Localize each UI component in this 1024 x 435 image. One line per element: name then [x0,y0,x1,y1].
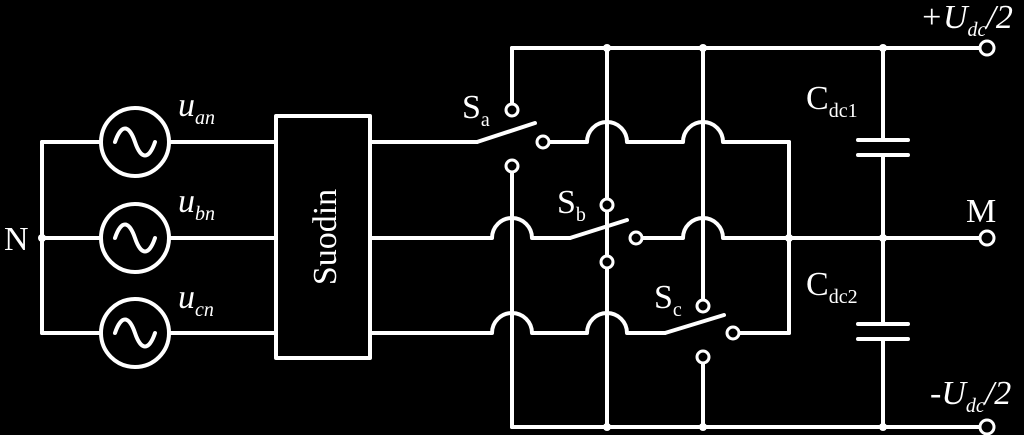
switch-c [663,298,741,365]
switch-a [475,102,551,174]
ac-source-c [99,297,171,369]
switch-b-label: Sb [557,184,586,226]
neutral-label: N [4,221,29,258]
ac-source-a [99,106,171,178]
terminal-positive [978,39,996,57]
source-a-label: uan [178,87,215,129]
capacitor-dc1-label: Cdc1 [806,80,858,122]
source-c-label: ucn [178,279,214,321]
dc-rails [510,44,987,431]
terminal-midpoint [978,229,996,247]
filter-label: Suodin [307,189,344,285]
switch-a-label: Sa [462,89,490,131]
capacitor-dc2-label: Cdc2 [806,266,858,308]
midpoint-label: M [966,193,996,230]
dc-positive-label: +Udc/2 [920,0,1013,41]
switch-b [568,197,644,270]
neutral-bus [38,140,277,335]
ac-source-b [99,202,171,274]
dc-negative-label: -Udc/2 [930,375,1011,417]
source-b-label: ubn [178,183,215,225]
terminal-negative [978,418,996,435]
switch-c-label: Sc [654,279,682,321]
